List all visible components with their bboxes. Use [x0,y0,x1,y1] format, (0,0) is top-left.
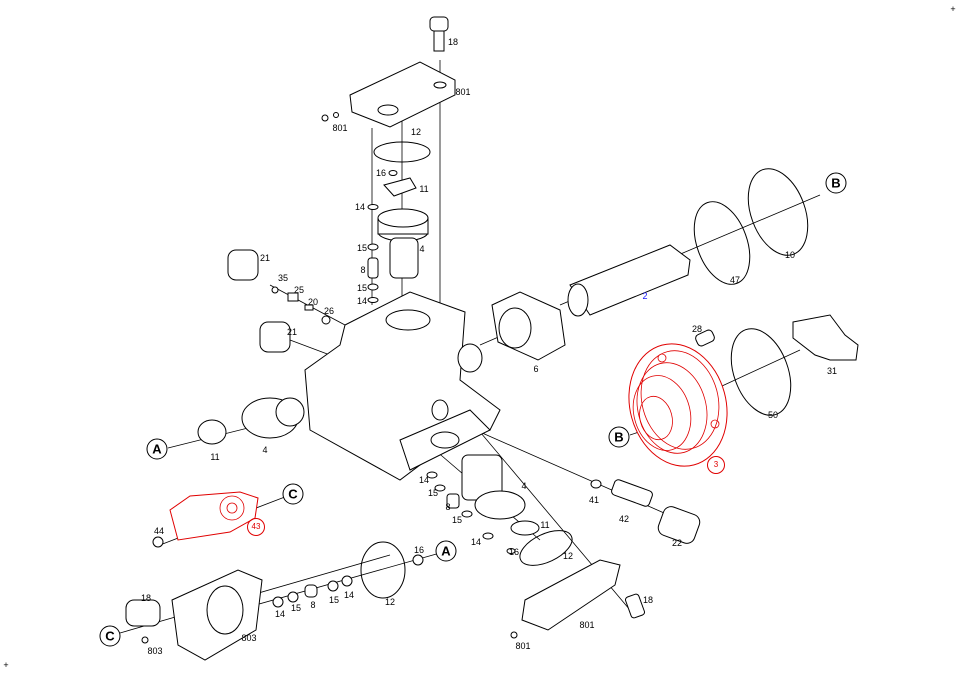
part-label[interactable]: 14 [418,475,430,485]
part-label[interactable]: 14 [274,609,286,619]
reference-marker-c: C [99,625,121,647]
part-label[interactable]: 801 [579,620,595,630]
part-label[interactable]: 21 [286,327,298,337]
left-element-4 [241,397,305,439]
valve-8 [367,257,379,279]
ring-47 [693,201,751,285]
part-label[interactable]: 16 [413,545,425,555]
right-cover-801 [510,559,645,639]
reference-marker-b: B [825,172,847,194]
reference-marker-a: A [435,540,457,562]
part-label[interactable]: 4 [419,244,425,254]
part-label[interactable]: 803 [147,646,163,656]
top-screw [429,16,449,52]
part-label[interactable]: 8 [445,502,451,512]
pump-housing [304,291,501,481]
part-label[interactable]: 44 [153,526,165,536]
part-label[interactable]: 25 [293,285,305,295]
side-plugs [227,249,331,353]
part-label[interactable]: 6 [533,364,539,374]
part-label[interactable]: 801 [455,87,471,97]
part-label[interactable]: 15 [356,283,368,293]
part-label[interactable]: 28 [691,324,703,334]
part-label[interactable]: 18 [447,37,459,47]
left-plate-11 [197,419,227,445]
reference-marker-a: A [146,438,168,460]
washer-14 [367,297,379,303]
part-label[interactable]: 50 [767,410,779,420]
part-label[interactable]: 16 [508,547,520,557]
part-label-link[interactable]: 2 [642,291,648,301]
valve-43 [169,491,259,541]
part-label[interactable]: 15 [290,603,302,613]
top-cover-nut [321,112,339,122]
oring-16 [388,170,398,176]
part-label[interactable]: 14 [470,537,482,547]
part-label[interactable]: 12 [562,551,574,561]
flange-3 [628,343,728,467]
part-label[interactable]: 15 [356,243,368,253]
part-label-highlighted[interactable]: 3 [707,456,725,474]
part-label[interactable]: 8 [360,265,366,275]
part-label[interactable]: 22 [671,538,683,548]
part-label[interactable]: 42 [618,514,630,524]
hex-nut-6 [491,291,566,361]
top-element-4 [377,208,429,279]
plate-11 [383,177,417,197]
part-label[interactable]: 15 [328,595,340,605]
ring-15 [367,243,379,251]
washer-14 [367,204,379,210]
part-label-highlighted[interactable]: 43 [247,518,265,536]
part-label[interactable]: 16 [375,168,387,178]
part-label[interactable]: 4 [262,445,268,455]
low-parts [125,541,424,661]
part-label[interactable]: 14 [356,296,368,306]
drive-shaft [567,244,691,317]
fitting-42 [590,479,701,544]
part-label[interactable]: 18 [140,593,152,603]
part-label[interactable]: 18 [642,595,654,605]
part-label[interactable]: 15 [427,488,439,498]
part-label[interactable]: 31 [826,366,838,376]
part-label[interactable]: 14 [343,590,355,600]
screw-28 [695,329,715,347]
ring-10 [747,168,809,256]
coupling-31 [792,314,859,361]
part-label[interactable]: 47 [729,275,741,285]
part-label[interactable]: 10 [784,250,796,260]
part-label[interactable]: 803 [241,633,257,643]
ring-15 [367,283,379,291]
ring-50 [730,328,792,416]
part-label[interactable]: 11 [210,452,220,462]
reference-marker-b: B [608,426,630,448]
reference-marker-c: C [282,483,304,505]
screw-44 [152,536,164,548]
part-label[interactable]: 11 [419,184,429,194]
part-label[interactable]: 41 [588,495,600,505]
part-label[interactable]: 15 [451,515,463,525]
corner-mark: + [3,660,9,670]
corner-mark: + [950,4,956,14]
part-label[interactable]: 12 [410,127,422,137]
part-label[interactable]: 12 [384,597,396,607]
part-label[interactable]: 8 [310,600,316,610]
part-label[interactable]: 11 [540,520,550,530]
mid-parts [426,454,573,566]
part-label[interactable]: 26 [323,306,335,316]
part-label[interactable]: 20 [307,297,319,307]
part-label[interactable]: 35 [277,273,289,283]
part-label[interactable]: 801 [332,123,348,133]
part-label[interactable]: 4 [521,481,527,491]
part-label[interactable]: 14 [354,202,366,212]
top-seal-ring [373,141,431,163]
part-label[interactable]: 21 [259,253,271,263]
top-cover [349,61,456,128]
part-label[interactable]: 801 [515,641,531,651]
